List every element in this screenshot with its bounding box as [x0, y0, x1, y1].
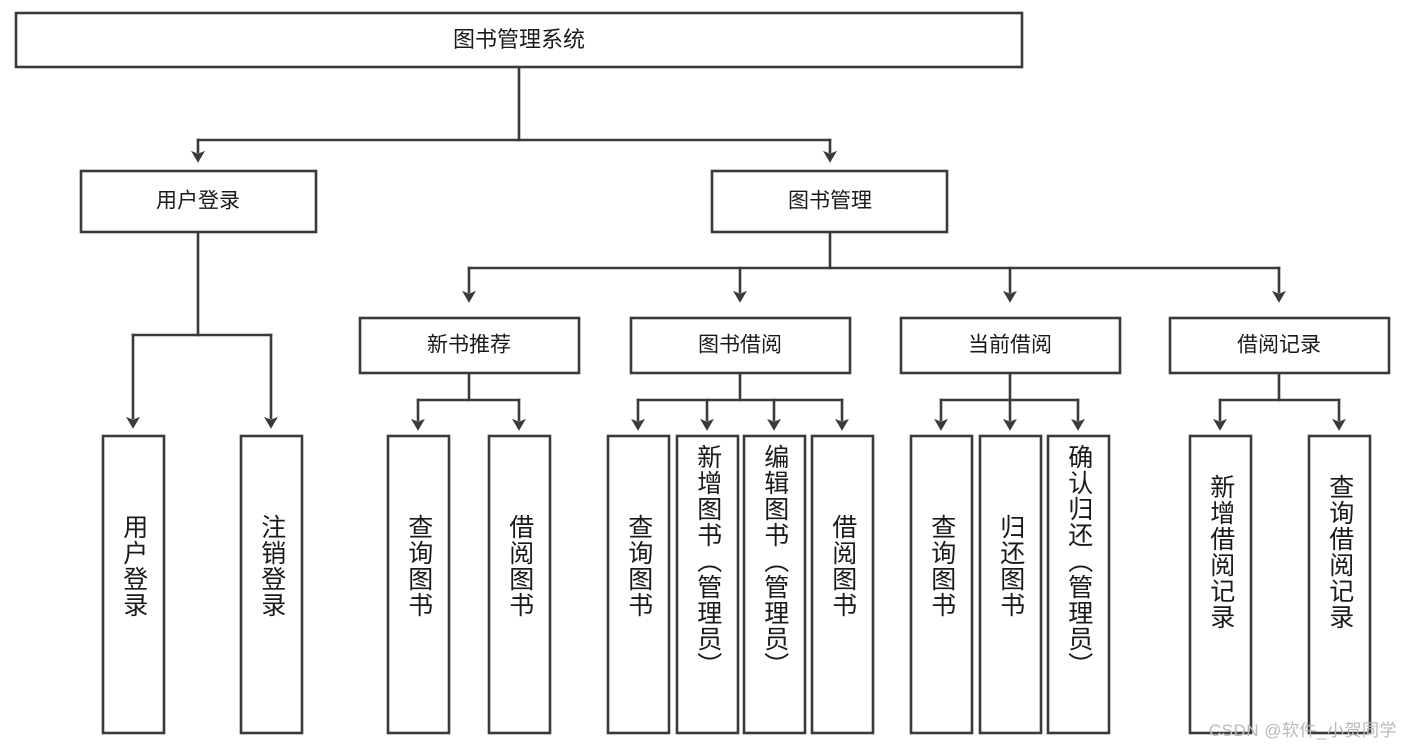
- node-root[interactable]: 图书管理系统: [14, 11, 1024, 69]
- node-book-manage-label: 图书管理: [788, 190, 872, 213]
- watermark: CSDN @软件_小贺同学: [1208, 721, 1397, 740]
- node-borrow-record-label: 借阅记录: [1237, 334, 1321, 357]
- connector-book-borrow-to-leaves: [631, 371, 849, 431]
- leaf-current-borrow-2[interactable]: [1046, 434, 1111, 735]
- connector-current-borrow-to-leaves: [934, 371, 1085, 431]
- node-user-login-label: 用户登录: [156, 190, 240, 213]
- connector-new-book-to-leaves: [411, 371, 526, 431]
- node-new-book-recommend[interactable]: 新书推荐: [358, 316, 581, 375]
- leaf-current-borrow-1[interactable]: [978, 434, 1043, 735]
- connector-borrow-record-to-leaves: [1213, 371, 1346, 431]
- leaf-book-borrow-0[interactable]: [606, 434, 671, 735]
- node-borrow-record[interactable]: 借阅记录: [1168, 316, 1391, 375]
- leaf-user-login-0[interactable]: [101, 434, 166, 735]
- leaf-book-borrow-3[interactable]: [810, 434, 875, 735]
- leaf-user-login-1[interactable]: [239, 434, 304, 735]
- node-current-borrow-label: 当前借阅: [968, 334, 1052, 357]
- connector-root-to-level2: [191, 65, 837, 163]
- leaf-book-borrow-1[interactable]: [675, 434, 740, 735]
- node-current-borrow[interactable]: 当前借阅: [899, 316, 1122, 375]
- node-book-manage[interactable]: 图书管理: [710, 169, 949, 234]
- leaf-borrow-record-1[interactable]: [1307, 434, 1372, 735]
- connector-user-login-to-leaves: [126, 230, 278, 429]
- leaf-new-book-0[interactable]: [386, 434, 451, 735]
- leaf-current-borrow-0[interactable]: [909, 434, 974, 735]
- leaf-borrow-record-0[interactable]: [1188, 434, 1253, 735]
- connector-book-manage-to-level3: [462, 230, 1286, 303]
- node-new-book-recommend-label: 新书推荐: [427, 334, 511, 357]
- node-root-label: 图书管理系统: [453, 27, 585, 52]
- node-book-borrow[interactable]: 图书借阅: [629, 316, 852, 375]
- leaf-new-book-1[interactable]: [487, 434, 552, 735]
- node-user-login[interactable]: 用户登录: [79, 169, 318, 234]
- node-book-borrow-label: 图书借阅: [698, 334, 782, 357]
- leaf-book-borrow-2[interactable]: [742, 434, 807, 735]
